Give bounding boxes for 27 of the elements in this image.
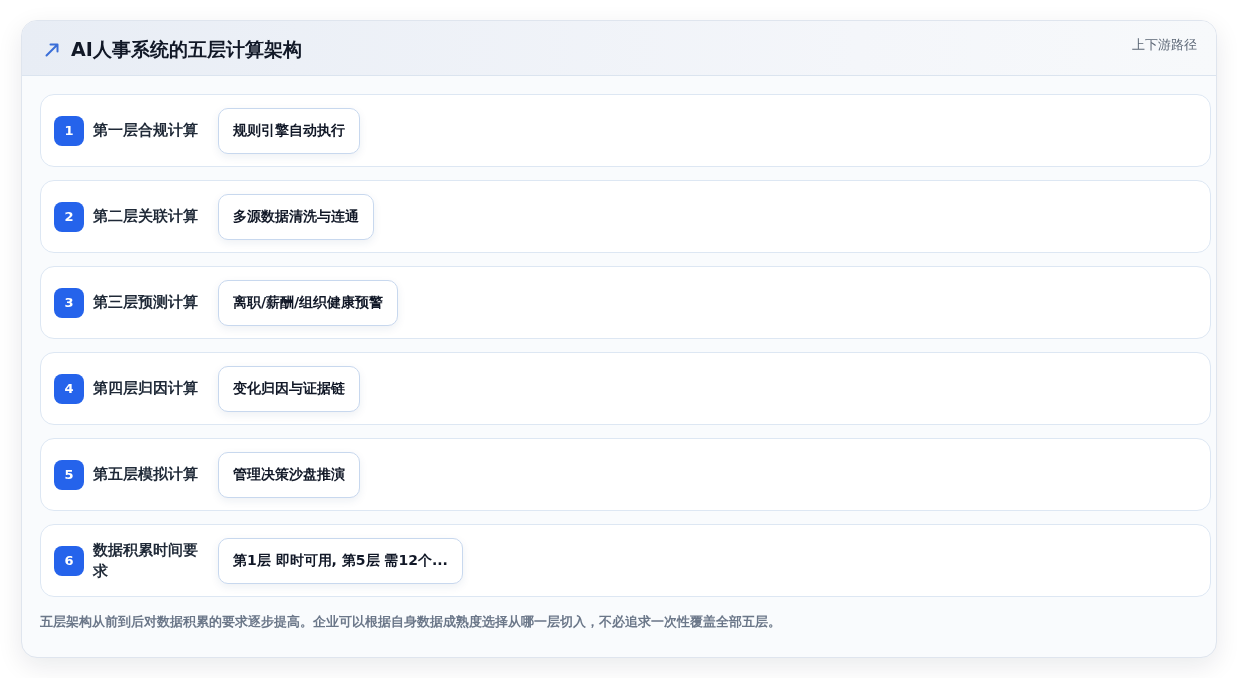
feature-tag: 离职/薪酬/组织健康预警 — [218, 279, 399, 326]
number-badge: 6 — [54, 545, 84, 576]
feature-tag: 多源数据清洗与连通 — [218, 193, 374, 240]
footnote-text: 五层架构从前到后对数据积累的要求逐步提高。企业可以根据自身数据成熟度选择从哪一层切入，不必追求一次性覆盖全部五层。 — [40, 613, 781, 631]
number-badge: 3 — [54, 287, 84, 318]
feature-tag: 规则引擎自动执行 — [218, 107, 360, 154]
feature-tag: 变化归因与证据链 — [218, 365, 360, 412]
layer-row — [40, 94, 1211, 167]
layer-row — [40, 524, 1211, 597]
header-link-text: 上下游路径 — [1132, 36, 1197, 54]
layer-row — [40, 180, 1211, 253]
number-badge: 5 — [54, 459, 84, 490]
layer-title: 第五层模拟计算 — [93, 464, 199, 485]
layer-title: 第四层归因计算 — [93, 378, 199, 399]
feature-tag: 第1层 即时可用, 第5层 需12个... — [218, 537, 463, 584]
number-badge: 2 — [54, 201, 84, 232]
layer-title: 第一层合规计算 — [93, 120, 199, 141]
layer-title: 数据积累时间要求 — [93, 539, 199, 582]
number-badge: 4 — [54, 373, 84, 404]
layer-row — [40, 352, 1211, 425]
number-badge: 1 — [54, 115, 84, 146]
feature-tag: 管理决策沙盘推演 — [218, 451, 360, 498]
layer-row — [40, 438, 1211, 511]
layer-title: 第三层预测计算 — [93, 292, 199, 313]
layer-row — [40, 266, 1211, 339]
layer-title: 第二层关联计算 — [93, 206, 199, 227]
diagram-title: AI人事系统的五层计算架构 — [71, 37, 302, 62]
